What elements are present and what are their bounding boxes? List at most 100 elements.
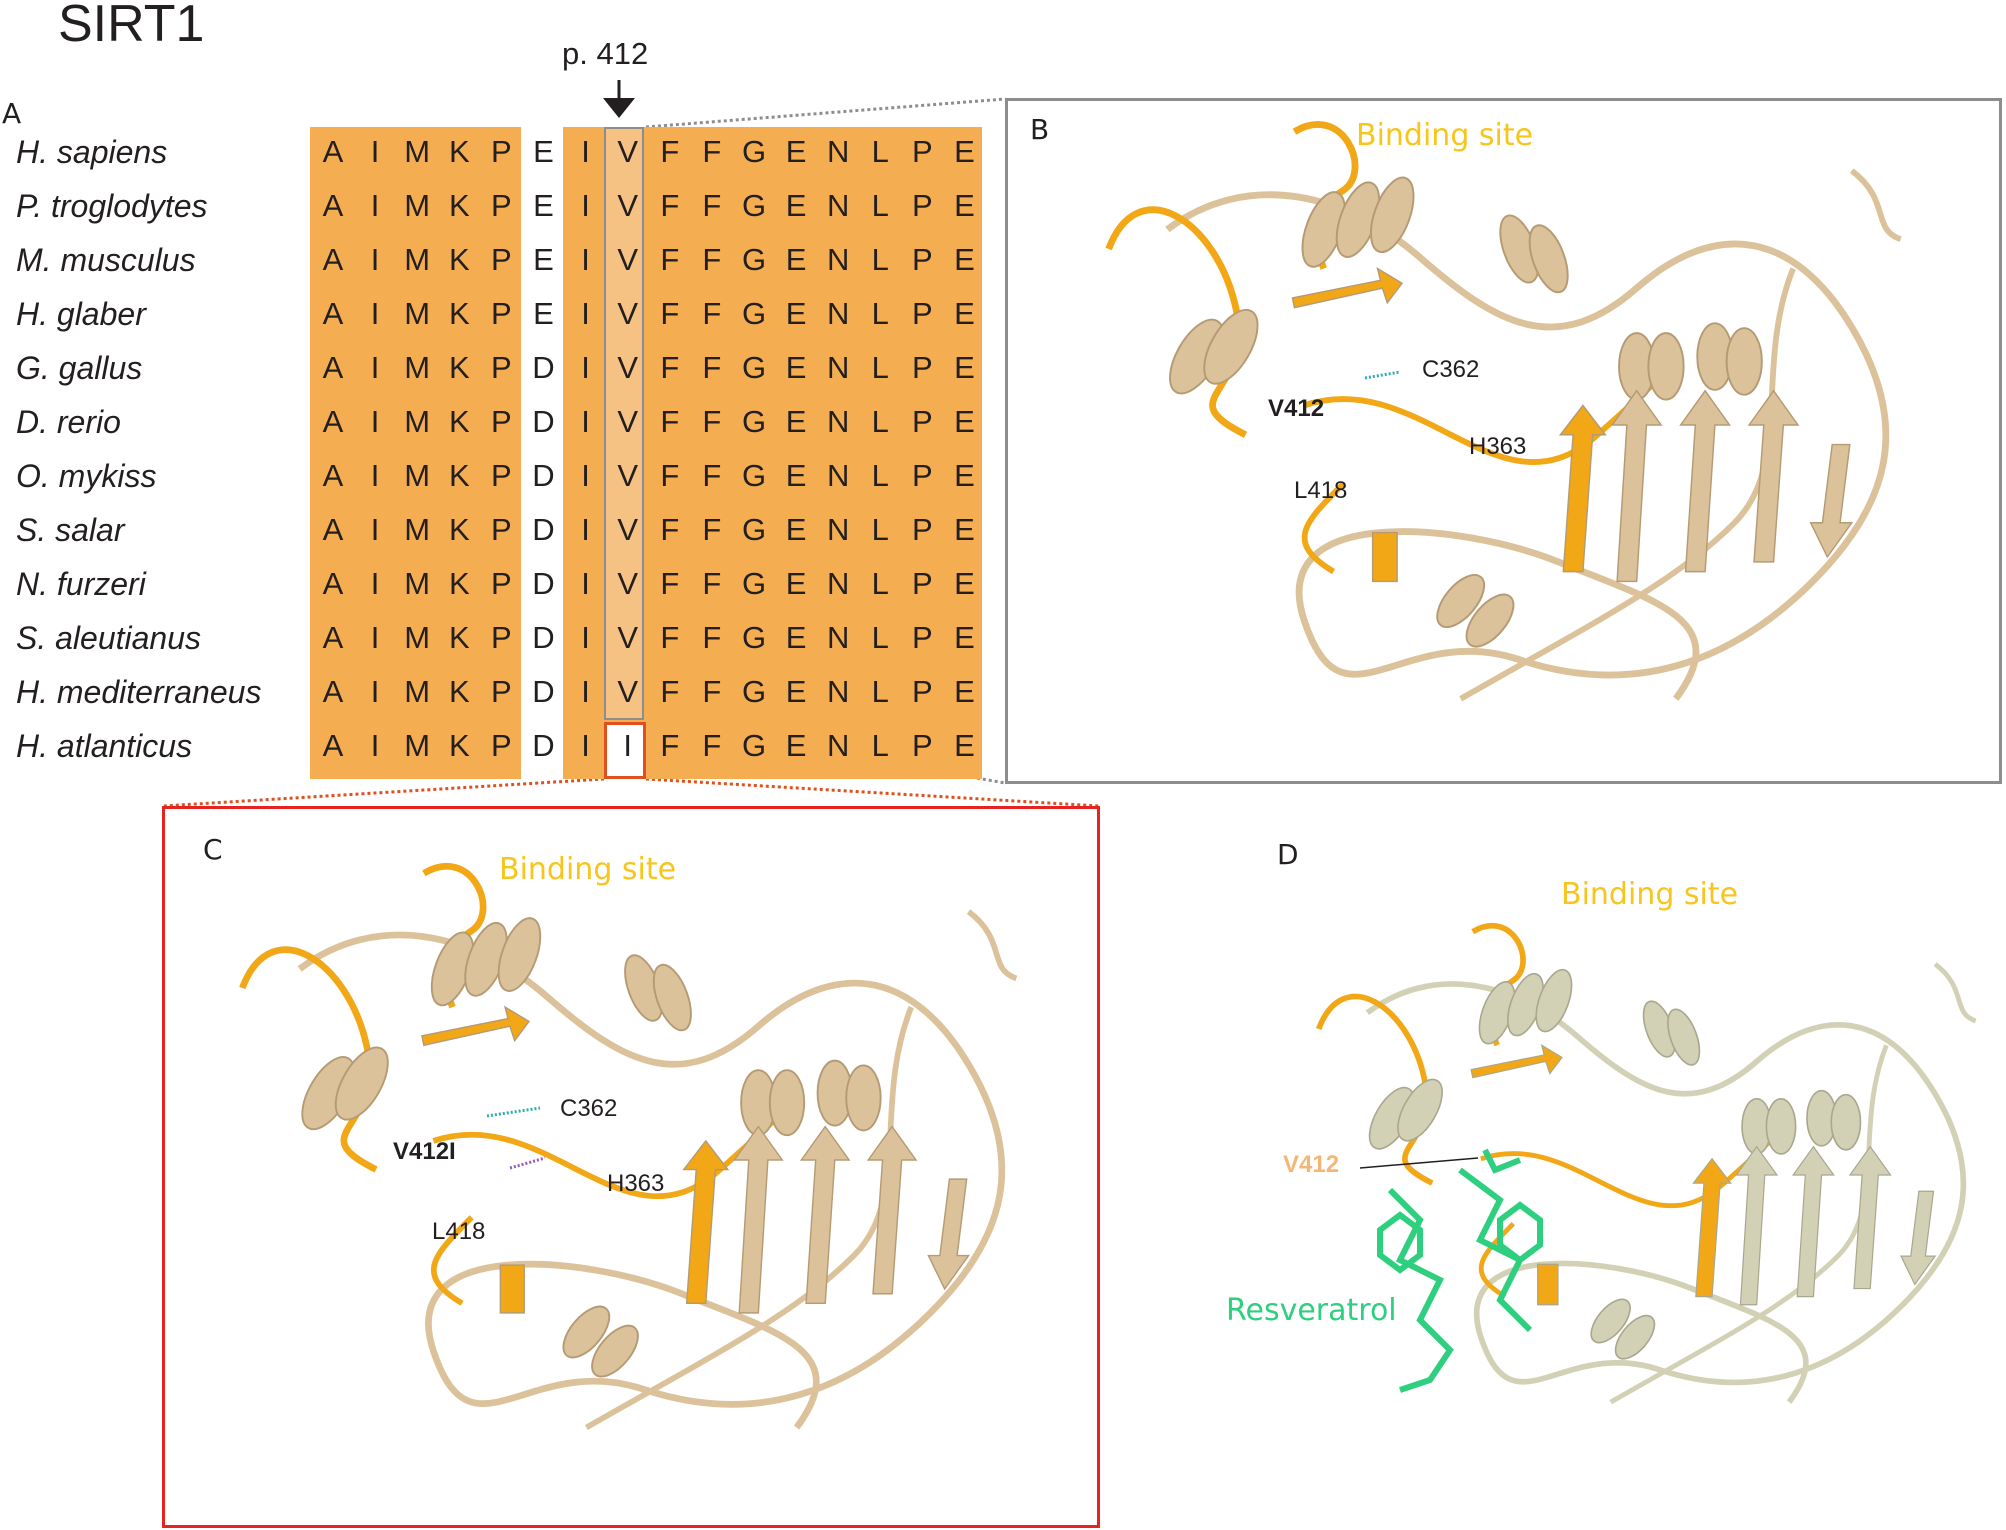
- panel-label-b: B: [1030, 113, 1050, 146]
- residue: K: [448, 350, 470, 385]
- position-marker-label: p. 412: [562, 36, 649, 71]
- residue: D: [532, 728, 555, 763]
- residue: I: [581, 188, 590, 223]
- species-label: H. atlanticus: [16, 728, 193, 764]
- residue: E: [954, 350, 975, 385]
- residue: F: [702, 674, 722, 709]
- residue: V: [617, 674, 639, 709]
- species-label: H. sapiens: [16, 134, 168, 170]
- residue: M: [404, 620, 431, 655]
- residue: N: [826, 350, 850, 385]
- residue: P: [491, 728, 512, 763]
- species-label: S. aleutianus: [16, 620, 202, 656]
- residue: A: [322, 242, 344, 277]
- residue: F: [660, 620, 680, 655]
- residue: I: [370, 620, 380, 655]
- residue: M: [404, 728, 431, 763]
- residue: L: [871, 458, 889, 493]
- species-label: P. troglodytes: [16, 188, 208, 224]
- residue: P: [912, 512, 933, 547]
- residue: G: [741, 566, 767, 601]
- residue: M: [404, 512, 431, 547]
- residue: F: [702, 242, 722, 277]
- residue: I: [581, 134, 590, 169]
- residue: E: [785, 728, 807, 763]
- residue: N: [826, 620, 850, 655]
- residue: L: [871, 296, 889, 331]
- residue: E: [785, 188, 807, 223]
- species-label: H. glaber: [16, 296, 146, 332]
- residue: F: [702, 512, 722, 547]
- residue: A: [322, 458, 344, 493]
- residue: P: [491, 404, 512, 439]
- binding-site-label-c: Binding site: [499, 852, 677, 887]
- residue: F: [702, 134, 722, 169]
- residue: P: [491, 620, 512, 655]
- species-label: D. rerio: [16, 404, 121, 440]
- panel-b-frame: [1005, 98, 2002, 784]
- residue: F: [660, 512, 680, 547]
- residue: D: [532, 458, 555, 493]
- residue: I: [370, 296, 380, 331]
- figure-title: SIRT1: [58, 0, 205, 53]
- residue: I: [581, 458, 590, 493]
- residue: A: [322, 566, 344, 601]
- residue: M: [404, 674, 431, 709]
- residue: A: [322, 620, 344, 655]
- residue: V: [617, 188, 639, 223]
- species-label: O. mykiss: [16, 458, 157, 494]
- residue: N: [826, 404, 850, 439]
- residue: V: [617, 134, 639, 169]
- residue: P: [912, 350, 933, 385]
- residue: E: [785, 566, 807, 601]
- residue: M: [404, 188, 431, 223]
- residue: E: [785, 620, 807, 655]
- residue: I: [370, 188, 380, 223]
- residue: E: [785, 350, 807, 385]
- zoom-line-b-top: [645, 97, 1006, 129]
- residue: V: [617, 458, 639, 493]
- residue: G: [741, 296, 767, 331]
- residue: E: [785, 512, 807, 547]
- residue: P: [491, 188, 512, 223]
- residue: L: [871, 188, 889, 223]
- residue: F: [702, 620, 722, 655]
- residue: D: [532, 566, 555, 601]
- residue: N: [826, 296, 850, 331]
- species-label: M. musculus: [16, 242, 196, 278]
- ligand-label-resveratrol: Resveratrol: [1226, 1293, 1397, 1328]
- residue: K: [448, 728, 470, 763]
- residue: L: [871, 620, 889, 655]
- residue: K: [448, 134, 470, 169]
- residue: N: [826, 674, 850, 709]
- residue: L: [871, 566, 889, 601]
- residue: A: [322, 404, 344, 439]
- resveratrol-molecule: [1377, 1148, 1543, 1393]
- residue: A: [322, 296, 344, 331]
- residue: E: [954, 404, 975, 439]
- residue: V: [617, 566, 639, 601]
- residue: V: [617, 512, 639, 547]
- residue: F: [660, 242, 680, 277]
- residue: L: [871, 674, 889, 709]
- residue: A: [322, 134, 344, 169]
- residue: V: [617, 404, 639, 439]
- residue: I: [581, 728, 590, 763]
- residue: A: [322, 350, 344, 385]
- residue: I: [581, 242, 590, 277]
- residue: E: [785, 242, 807, 277]
- residue: D: [532, 674, 555, 709]
- residue: G: [741, 188, 767, 223]
- residue: I: [581, 620, 590, 655]
- residue: I: [370, 134, 380, 169]
- residue: L: [871, 404, 889, 439]
- residue: F: [702, 296, 722, 331]
- h-bond-c: [486, 1106, 541, 1118]
- residue: E: [954, 620, 975, 655]
- residue: E: [785, 404, 807, 439]
- residue: A: [322, 674, 344, 709]
- residue: P: [491, 296, 512, 331]
- residue: I: [370, 728, 380, 763]
- residue: P: [912, 674, 933, 709]
- residue: P: [491, 458, 512, 493]
